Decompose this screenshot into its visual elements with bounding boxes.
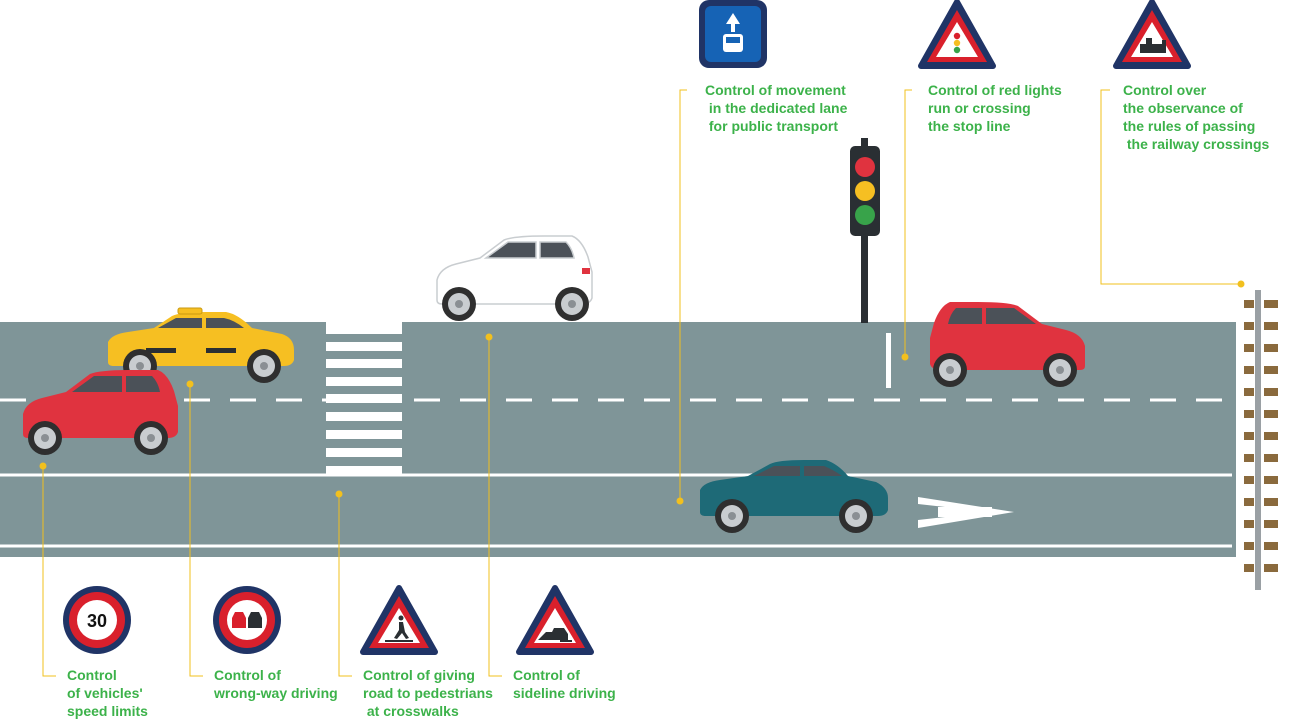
pedestrian-crossing-sign-icon <box>360 585 438 655</box>
bus-lane-arrow-marking <box>918 497 1014 528</box>
sideline-driving-control-label: Control of sideline driving <box>513 667 616 701</box>
taxi-icon <box>108 307 294 383</box>
speed-limit-sign-icon: 30 <box>63 586 131 654</box>
traffic-light-warning-sign-icon <box>918 0 996 69</box>
speed-limit-value: 30 <box>87 611 107 631</box>
roadside-driving-sign-icon <box>516 585 594 655</box>
wrong-way-control-label: Control of wrong-way driving <box>214 667 338 701</box>
traffic-light-icon <box>850 138 880 323</box>
car-icon <box>436 235 593 321</box>
red-light-control-label: Control of red lights run or crossing th… <box>928 82 1062 134</box>
car-icon <box>700 460 888 533</box>
railway-track-icon <box>1244 290 1278 590</box>
railway-crossing-control-label: Control over the observance of the rules… <box>1123 82 1270 152</box>
leader-dots <box>39 280 1245 505</box>
no-overtaking-sign-icon <box>213 586 281 654</box>
bus-lane-control-label: Control of movement in the dedicated lan… <box>705 82 848 134</box>
bus-lane-sign-icon <box>699 0 767 68</box>
leader-lines <box>42 89 1241 677</box>
pedestrian-priority-control-label: Control of giving road to pedestrians at… <box>363 667 493 719</box>
crosswalk <box>326 322 402 474</box>
stop-line <box>886 333 891 388</box>
speed-limit-control-label: Control of vehicles' speed limits <box>67 667 148 719</box>
railway-crossing-sign-icon <box>1113 0 1191 69</box>
